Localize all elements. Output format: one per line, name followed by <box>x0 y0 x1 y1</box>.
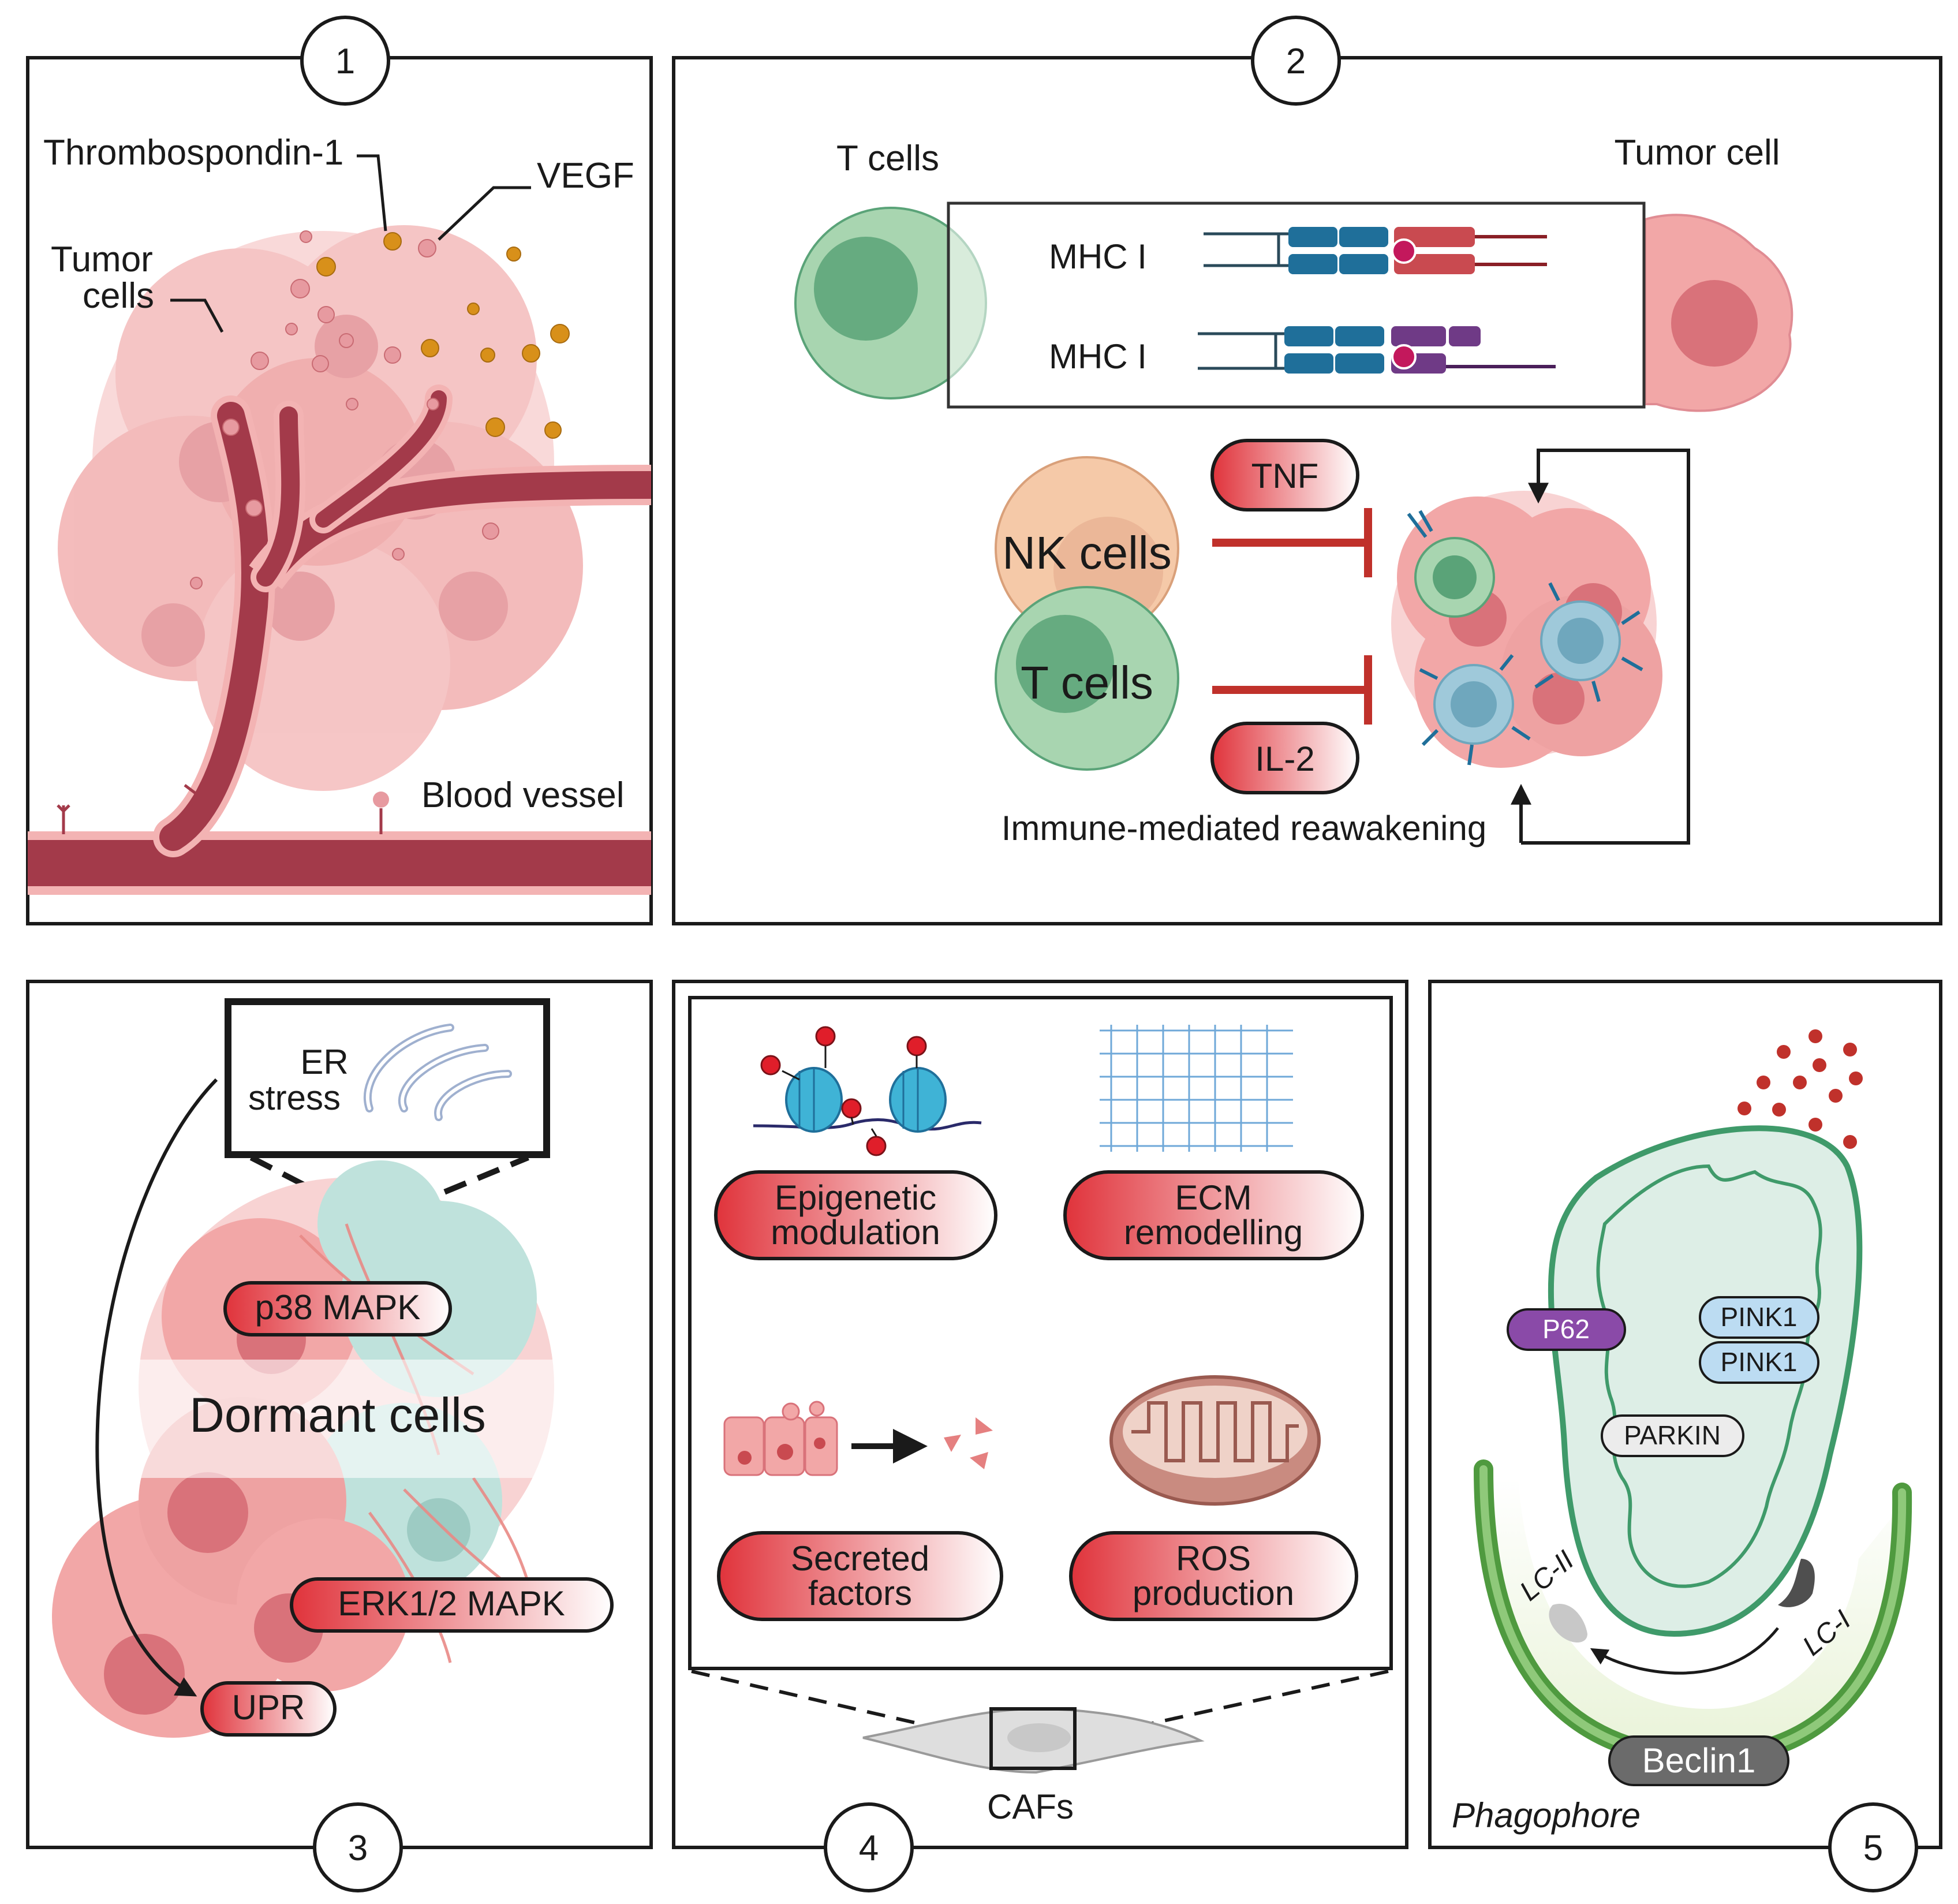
nk-cells-label: NK cells <box>1002 527 1171 578</box>
er-label-2: stress <box>248 1078 341 1117</box>
beclin-label: Beclin1 <box>1642 1741 1756 1780</box>
panel-3: ER stress <box>26 980 653 1892</box>
mhc-complex-2 <box>1198 326 1556 374</box>
er-to-upr-arrow <box>95 1078 218 1697</box>
panel-5-number-badge <box>1828 1802 1918 1892</box>
p38-label: p38 MAPK <box>255 1288 421 1327</box>
p62-badge <box>1507 1308 1626 1351</box>
panel-4: Epigenetic modulation ECM remodelling Se… <box>672 980 1408 1892</box>
feedback-loop <box>1521 449 1690 845</box>
ecm-mesh-icon <box>1100 1025 1293 1152</box>
inhibition-arrow-nk <box>1212 508 1372 577</box>
panel-5-frame <box>1428 980 1942 1849</box>
panel-2-number-badge <box>1251 16 1341 106</box>
tumor-cell-label: Tumor cell <box>1614 133 1780 173</box>
phagophore-fill <box>1481 1478 1905 1755</box>
er-organelle-inner <box>365 1026 510 1119</box>
epigenetic-pill <box>714 1170 997 1260</box>
vegf-molecules <box>190 230 499 589</box>
tumor-leader <box>170 298 224 333</box>
secreted-label-2: factors <box>808 1574 912 1612</box>
panel-1-number-badge <box>300 16 390 106</box>
tnf-label: TNF <box>1251 457 1319 495</box>
tsp1-leader <box>357 154 387 232</box>
vegf-label: VEGF <box>537 156 634 196</box>
pink1-label-2: PINK1 <box>1721 1347 1798 1377</box>
caf-zoom-box <box>989 1707 1077 1770</box>
tumor-cells-label-1: Tumor <box>51 240 153 279</box>
er-label-1: ER <box>300 1043 348 1081</box>
ros-pill <box>1069 1531 1358 1621</box>
panel-2: T cells Tumor cell MHC I MHC I <box>672 16 1942 925</box>
tumor-cells-label-2: cells <box>83 276 154 316</box>
secreted-label-1: Secreted <box>791 1539 929 1578</box>
panel-2-number: 2 <box>1286 42 1306 81</box>
t-cell-bottom <box>995 586 1179 771</box>
panel-3-number: 3 <box>348 1828 368 1868</box>
panel-3-number-badge <box>313 1802 403 1892</box>
mhc-label-1: MHC I <box>1049 237 1147 276</box>
mitochondrion-cristae <box>1596 1164 1822 1588</box>
secreted-pill <box>717 1531 1003 1621</box>
parkin-label: PARKIN <box>1624 1420 1721 1450</box>
ecm-label-2: remodelling <box>1124 1213 1303 1252</box>
pink1-label-1: PINK1 <box>1721 1302 1798 1332</box>
mitochondrion-icon <box>1109 1375 1321 1506</box>
tnf-pill <box>1210 439 1359 512</box>
inhibition-arrow-t <box>1212 655 1372 725</box>
thrombospondin-molecules <box>316 232 570 439</box>
p62-label: P62 <box>1542 1314 1590 1344</box>
beclin-badge <box>1608 1735 1789 1786</box>
panel-5: P62 PINK1 PINK1 PARKIN LC-II LC-I Beclin… <box>1428 980 1942 1892</box>
zoom-dashes-er <box>249 1155 529 1224</box>
cafs-label: CAFs <box>987 1787 1074 1826</box>
blood-vessel <box>28 384 652 895</box>
caf-nucleus <box>1007 1723 1071 1752</box>
reawakening-label: Immune-mediated reawakening <box>1002 809 1486 848</box>
dormant-banner <box>107 1360 569 1478</box>
parkin-badge <box>1601 1414 1744 1457</box>
phagophore-label: Phagophore <box>1452 1796 1641 1835</box>
panel-1: Thrombospondin-1 VEGF Tumor cells Blood … <box>26 16 653 925</box>
il2-pill <box>1210 722 1359 794</box>
ros-label-2: production <box>1133 1574 1294 1612</box>
secreting-cells-icon <box>723 1401 838 1476</box>
lc1-shape <box>1778 1559 1815 1607</box>
erk-pill <box>290 1577 614 1633</box>
pink1-badge-1 <box>1699 1296 1819 1339</box>
t-cells-top-label: T cells <box>836 139 939 178</box>
epigenetic-label-2: modulation <box>771 1213 940 1252</box>
mitochondrion-outer <box>1548 1125 1863 1637</box>
blood-vessel-label: Blood vessel <box>421 775 625 815</box>
epigenetic-label-1: Epigenetic <box>775 1178 936 1217</box>
tumor-cluster <box>1391 491 1662 768</box>
nucleosome-icon <box>753 1026 982 1156</box>
pink1-badge-2 <box>1699 1341 1819 1384</box>
lc2-shape <box>1549 1604 1587 1642</box>
upr-pill <box>200 1681 337 1737</box>
il2-label: IL-2 <box>1255 740 1314 778</box>
ros-label-1: ROS <box>1176 1539 1251 1578</box>
dormant-label: Dormant cells <box>189 1388 485 1442</box>
secreted-particles-icon <box>944 1417 993 1469</box>
panel-1-number: 1 <box>335 42 355 81</box>
panel-4-number-badge <box>824 1802 914 1892</box>
tumor-cell-top <box>1644 214 1793 412</box>
mhc-complex-1 <box>1204 227 1547 274</box>
t-cells-label: T cells <box>1021 657 1153 708</box>
upr-label: UPR <box>232 1688 305 1727</box>
p38-pill <box>223 1281 452 1336</box>
panel-5-number: 5 <box>1863 1828 1883 1868</box>
mhc-label-2: MHC I <box>1049 337 1147 376</box>
panel-4-number: 4 <box>859 1828 879 1868</box>
panel-4-frame <box>672 980 1408 1849</box>
ecm-label-1: ECM <box>1175 1178 1251 1217</box>
vegf-leader <box>438 186 531 241</box>
ecm-pill <box>1063 1170 1364 1260</box>
erk-label: ERK1/2 MAPK <box>338 1584 565 1623</box>
lc-conversion-arrow <box>1590 1627 1779 1675</box>
thrombospondin-label: Thrombospondin-1 <box>43 133 343 173</box>
mito-dna-dots <box>1737 1029 1863 1149</box>
